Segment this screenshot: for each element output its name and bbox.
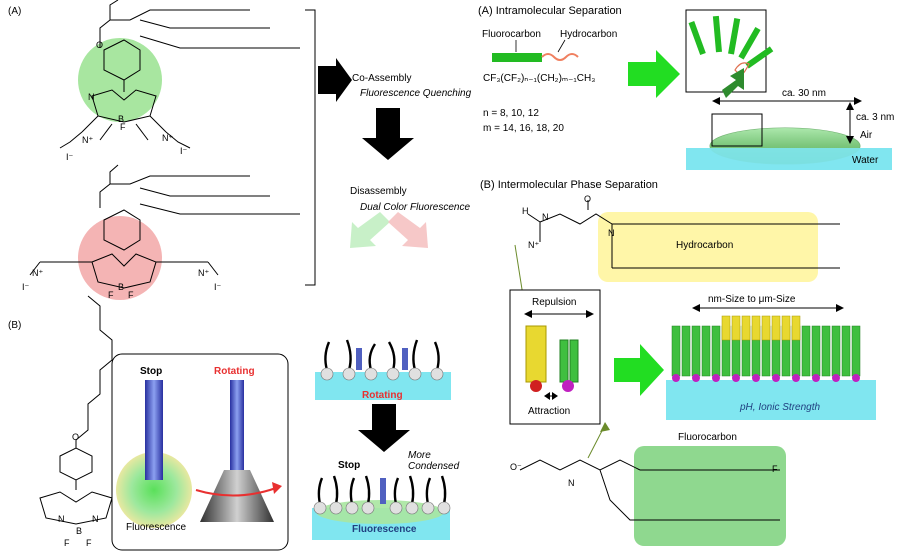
counterion-1: I⁻ xyxy=(66,152,74,162)
boron-1: B xyxy=(118,114,125,124)
ammonium-2: N⁺ xyxy=(162,133,174,143)
black-right-arrow xyxy=(318,58,352,102)
molecule-1-structure xyxy=(59,0,300,149)
fluorine-1: F xyxy=(120,122,126,132)
fluorine-2: F xyxy=(108,290,114,300)
lipid-heads-bottom xyxy=(313,501,451,515)
black-down-arrow-b xyxy=(358,404,410,452)
rotating-label: Rotating xyxy=(214,366,255,377)
fluorine-b1: F xyxy=(64,538,70,548)
amidinium-h1: H xyxy=(522,206,529,216)
co-assembly-label: Co-Assembly xyxy=(352,73,412,84)
hydrocarbon-label-b: Hydrocarbon xyxy=(676,240,734,251)
bodipy-molecule-b xyxy=(39,295,113,525)
hydrocarbon-label: Hydrocarbon xyxy=(560,29,618,40)
amide-oxygen: O xyxy=(584,194,592,204)
nitrogen-1: N xyxy=(88,92,95,102)
height-label: ca. 3 nm xyxy=(856,112,895,123)
dual-color-fluorescence-label: Dual Color Fluorescence xyxy=(360,202,471,213)
oxygen-1: O xyxy=(96,40,104,50)
attraction-label: Attraction xyxy=(528,406,571,417)
bracket-line xyxy=(305,9,316,286)
hydrocarbon-highlight xyxy=(598,212,818,282)
fluorine-3: F xyxy=(128,290,134,300)
disassembly-label: Disassembly xyxy=(350,186,407,197)
pink-faded-arrow xyxy=(388,212,428,248)
green-rods-pair xyxy=(559,339,569,383)
zoom-box xyxy=(685,9,767,93)
stop-label: Stop xyxy=(140,366,163,377)
bilayer-water xyxy=(666,380,876,420)
repulsion-box xyxy=(509,289,601,425)
fan-of-green-rods xyxy=(688,15,774,69)
zoom-region-box xyxy=(711,113,763,147)
fluorescence-label: Fluorescence xyxy=(126,522,187,533)
fluorine-label-b: F xyxy=(772,464,778,474)
m-values-label: m = 14, 16, 18, 20 xyxy=(483,123,564,134)
counterion-3: I⁻ xyxy=(22,282,30,292)
ammonium-4: N⁺ xyxy=(198,268,210,278)
glutamate-carboxylate: O⁻ xyxy=(510,462,522,472)
green-right-arrow-top xyxy=(628,50,680,98)
boron-b: B xyxy=(76,526,83,536)
fluorine-b2: F xyxy=(86,538,92,548)
rotor-lipids-bottom xyxy=(317,475,447,505)
air-label: Air xyxy=(860,130,873,141)
width-label: ca. 30 nm xyxy=(782,88,826,99)
fluorocarbon-bar xyxy=(492,53,542,62)
dark-green-pointer-arrow xyxy=(722,68,744,98)
condensed-label: More Condensed xyxy=(408,450,460,472)
panel-tag-a-left: (A) xyxy=(8,6,22,17)
nitrogen-b1: N xyxy=(58,514,65,524)
molecule-2-structure xyxy=(29,164,300,289)
nitrogen-b2: N xyxy=(92,514,99,524)
amide-nitrogen: N xyxy=(608,228,615,238)
yellow-rod xyxy=(525,325,547,383)
rotor-lipids-top xyxy=(324,339,440,371)
glutamate-nitrogen: N xyxy=(568,478,575,488)
membrane-top xyxy=(315,372,451,400)
guanidine-molecule xyxy=(527,200,840,269)
size-label: nm-Size to μm-Size xyxy=(708,294,796,305)
fluorescence-glow xyxy=(116,452,192,528)
oxygen-b: O xyxy=(72,432,80,442)
lipid-heads-top xyxy=(320,367,444,381)
repulsion-label: Repulsion xyxy=(532,297,577,308)
hydrocarbon-tail xyxy=(541,53,579,61)
magenta-headgroups xyxy=(672,374,860,382)
formula-label: CF₃(CF₂)ₙ₋₁(CH₂)ₘ₋₁CH₃ xyxy=(483,73,596,84)
ammonium-1: N⁺ xyxy=(82,135,94,145)
black-down-arrow xyxy=(362,108,414,160)
rotation-arrow xyxy=(195,487,277,497)
counterion-2: I⁻ xyxy=(180,146,188,156)
water-label: Water xyxy=(852,155,879,166)
yellow-rod-domain xyxy=(721,315,801,341)
fluorescence-label-2: Fluorescence xyxy=(352,524,417,535)
rotating-banner: Rotating xyxy=(362,390,403,401)
ammonium-3: N⁺ xyxy=(32,268,44,278)
pink-core-circle xyxy=(78,216,162,300)
fluorescence-quenching-label: Fluorescence Quenching xyxy=(360,88,472,99)
fluorocarbon-label: Fluorocarbon xyxy=(482,29,541,40)
amidinium-n2: N⁺ xyxy=(528,240,540,250)
stop-rod xyxy=(145,380,163,480)
fluorocarbon-label-b: Fluorocarbon xyxy=(678,432,737,443)
stop-label-2: Stop xyxy=(338,460,361,471)
fluorocarbon-highlight xyxy=(634,446,786,546)
counterion-4: I⁻ xyxy=(214,282,222,292)
boron-2: B xyxy=(118,282,125,292)
green-faded-arrow xyxy=(350,212,390,248)
rotating-rod xyxy=(230,380,244,470)
green-right-arrow-bottom xyxy=(614,344,664,396)
panel-a-title: (A) Intramolecular Separation xyxy=(478,5,622,17)
conditions-label: pH, Ionic Strength xyxy=(740,402,821,413)
panel-tag-b-left: (B) xyxy=(8,320,22,331)
amidinium-n1: N xyxy=(542,212,549,222)
n-values-label: n = 8, 10, 12 xyxy=(483,108,539,119)
glutamate-molecule xyxy=(519,459,780,521)
panel-b-title: (B) Intermolecular Phase Separation xyxy=(480,179,658,191)
green-core-circle xyxy=(78,38,162,122)
